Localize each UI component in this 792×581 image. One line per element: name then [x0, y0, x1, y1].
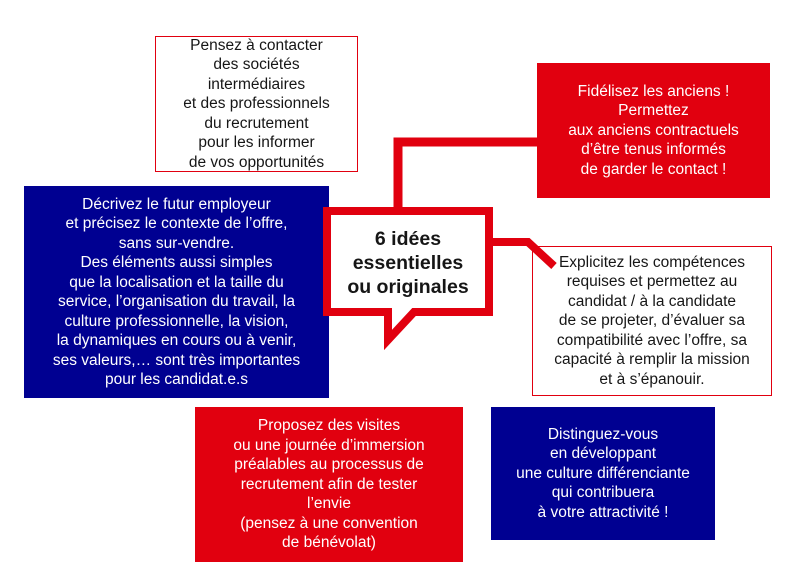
center-speech-bubble — [323, 207, 493, 351]
idea-distinguez-text: Distinguez-vous en développant une cultu… — [516, 425, 690, 521]
idea-fidelize-box: Fidélisez les anciens ! Permettez aux an… — [537, 63, 770, 198]
connector-to-fidelize — [393, 137, 537, 214]
connector-to-explicitez — [488, 238, 557, 269]
idea-decrivez-text: Décrivez le futur employeur et précisez … — [52, 195, 301, 389]
idea-decrivez-box: Décrivez le futur employeur et précisez … — [24, 186, 329, 398]
idea-explicitez-text: Explicitez les compétences requises et p… — [554, 253, 750, 388]
idea-distinguez-box: Distinguez-vous en développant une cultu… — [491, 407, 715, 540]
idea-contact-box: Pensez à contacter des sociétés interméd… — [155, 36, 358, 172]
idea-explicitez-box: Explicitez les compétences requises et p… — [532, 246, 772, 396]
idea-visites-text: Proposez des visites ou une journée d’im… — [233, 417, 425, 552]
idea-fidelize-text: Fidélisez les anciens ! Permettez aux an… — [568, 82, 739, 178]
center-title: 6 idées essentielles ou originales — [347, 227, 469, 298]
idea-contact-text: Pensez à contacter des sociétés interméd… — [183, 36, 330, 171]
idea-visites-box: Proposez des visites ou une journée d’im… — [195, 407, 463, 562]
